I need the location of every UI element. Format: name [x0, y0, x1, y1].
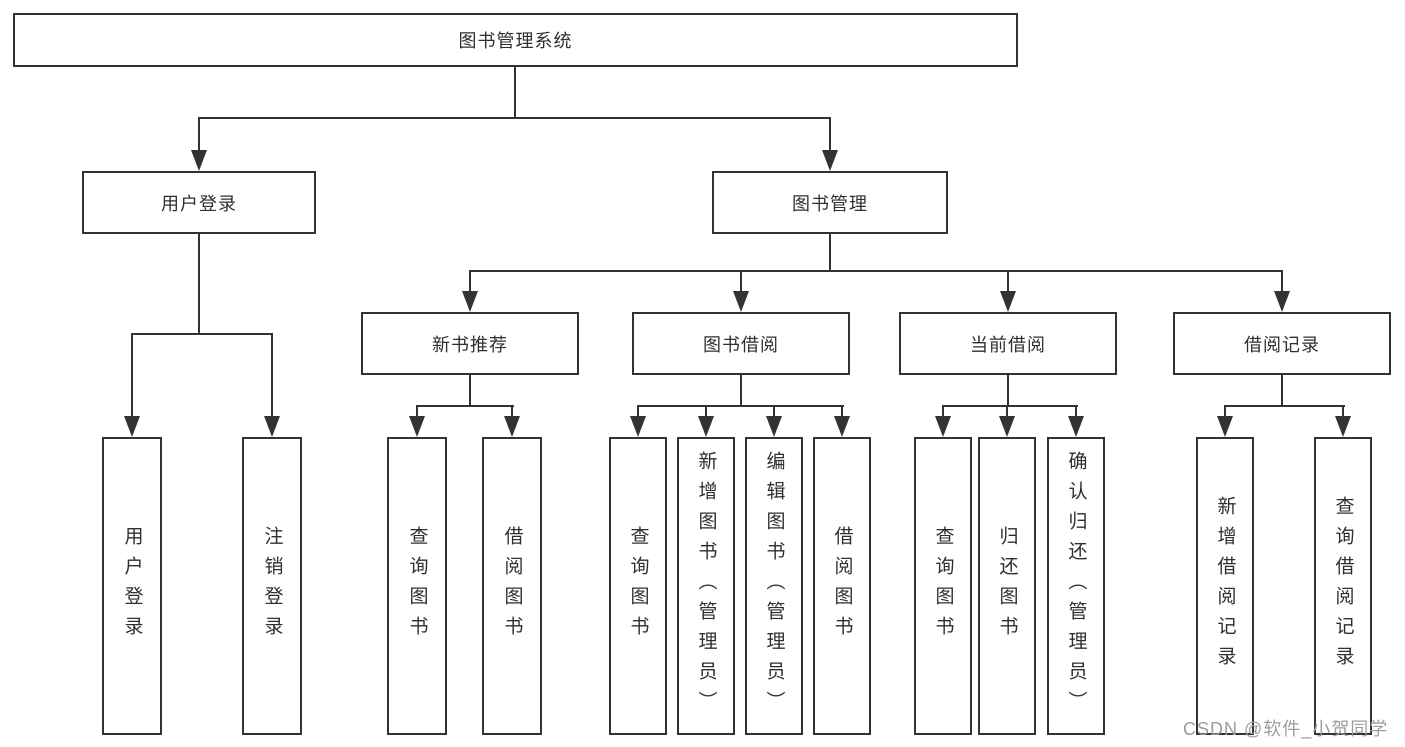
node-current-borrowing: 当前借阅: [899, 312, 1117, 375]
arrowhead-nb-borrow: [504, 416, 520, 437]
leaf-user-login: 用户登录: [102, 437, 162, 735]
node-book-borrowing-label: 图书借阅: [703, 334, 779, 355]
leaf-bb-borrow-books: 借阅图书: [813, 437, 871, 735]
connector-book-borrowing-stem: [740, 375, 742, 407]
connector-level2-rail: [198, 117, 831, 119]
connector-drop-borrowing-records: [1281, 270, 1283, 294]
leaf-user-login-label: 用户登录: [121, 526, 143, 646]
leaf-cb-confirm-return-admin-label: 确认归还（管理员）: [1065, 451, 1087, 721]
arrowhead-login-leaf: [124, 416, 140, 437]
node-book-borrowing: 图书借阅: [632, 312, 850, 375]
leaf-br-add-record: 新增借阅记录: [1196, 437, 1254, 735]
connector-drop-cb-return: [1006, 405, 1008, 419]
arrowhead-bb-borrow: [834, 416, 850, 437]
connector-drop-cb-query: [942, 405, 944, 419]
connector-drop-br-query: [1342, 405, 1344, 419]
connector-drop-login-leaf: [131, 333, 133, 419]
arrowhead-cb-query: [935, 416, 951, 437]
connector-drop-nb-borrow: [511, 405, 513, 419]
node-user-login: 用户登录: [82, 171, 316, 234]
leaf-bb-query-books-label: 查询图书: [627, 526, 649, 646]
arrowhead-book-borrowing: [733, 291, 749, 312]
connector-level3-rail: [469, 270, 1283, 272]
leaf-br-query-record: 查询借阅记录: [1314, 437, 1372, 735]
arrowhead-bb-query: [630, 416, 646, 437]
connector-drop-bb-edit: [773, 405, 775, 419]
node-new-books: 新书推荐: [361, 312, 579, 375]
arrowhead-nb-query: [409, 416, 425, 437]
arrowhead-cb-return: [999, 416, 1015, 437]
node-new-books-label: 新书推荐: [432, 334, 508, 355]
node-book-management: 图书管理: [712, 171, 948, 234]
connector-current-borrowing-rail: [942, 405, 1078, 407]
arrowhead-br-add: [1217, 416, 1233, 437]
leaf-cb-query-books-label: 查询图书: [932, 526, 954, 646]
connector-borrowing-records-stem: [1281, 375, 1283, 407]
leaf-cb-confirm-return-admin: 确认归还（管理员）: [1047, 437, 1105, 735]
leaf-bb-add-books-admin-label: 新增图书（管理员）: [695, 451, 717, 721]
leaf-bb-edit-books-admin: 编辑图书（管理员）: [745, 437, 803, 735]
connector-drop-book-borrowing: [740, 270, 742, 294]
connector-drop-bb-add: [705, 405, 707, 419]
leaf-bb-add-books-admin: 新增图书（管理员）: [677, 437, 735, 735]
leaf-cb-query-books: 查询图书: [914, 437, 972, 735]
leaf-bb-query-books: 查询图书: [609, 437, 667, 735]
node-user-login-label: 用户登录: [161, 193, 237, 214]
arrowhead-br-query: [1335, 416, 1351, 437]
leaf-logout-label: 注销登录: [261, 526, 283, 646]
arrowhead-bb-add: [698, 416, 714, 437]
arrowhead-borrowing-records: [1274, 291, 1290, 312]
connector-drop-bb-query: [637, 405, 639, 419]
leaf-logout: 注销登录: [242, 437, 302, 735]
connector-drop-current-borrowing: [1007, 270, 1009, 294]
connector-drop-nb-query: [416, 405, 418, 419]
node-root-label: 图书管理系统: [458, 31, 573, 51]
connector-book-borrowing-rail: [637, 405, 844, 407]
connector-user-login-rail: [131, 333, 273, 335]
arrowhead-user-login: [191, 150, 207, 171]
node-root-library-system: 图书管理系统: [13, 13, 1018, 67]
leaf-cb-return-books: 归还图书: [978, 437, 1036, 735]
leaf-bb-borrow-books-label: 借阅图书: [831, 526, 853, 646]
connector-drop-bb-borrow: [841, 405, 843, 419]
connector-user-login-stem: [198, 234, 200, 335]
connector-new-books-rail: [416, 405, 514, 407]
connector-drop-book-management: [829, 117, 831, 152]
leaf-br-add-record-label: 新增借阅记录: [1214, 496, 1236, 676]
leaf-nb-borrow-books: 借阅图书: [482, 437, 542, 735]
leaf-nb-query-books-label: 查询图书: [406, 526, 428, 646]
arrowhead-new-books: [462, 291, 478, 312]
leaf-bb-edit-books-admin-label: 编辑图书（管理员）: [763, 451, 785, 721]
arrowhead-current-borrowing: [1000, 291, 1016, 312]
arrowhead-cb-confirm: [1068, 416, 1084, 437]
node-borrowing-records-label: 借阅记录: [1244, 334, 1320, 355]
connector-borrowing-records-rail: [1224, 405, 1345, 407]
connector-drop-br-add: [1224, 405, 1226, 419]
connector-drop-new-books: [469, 270, 471, 294]
connector-drop-user-login: [198, 117, 200, 152]
connector-book-management-stem: [829, 234, 831, 272]
leaf-cb-return-books-label: 归还图书: [996, 526, 1018, 646]
leaf-nb-borrow-books-label: 借阅图书: [501, 526, 523, 646]
leaf-br-query-record-label: 查询借阅记录: [1332, 496, 1354, 676]
node-book-management-label: 图书管理: [792, 193, 868, 214]
node-current-borrowing-label: 当前借阅: [970, 334, 1046, 355]
connector-new-books-stem: [469, 375, 471, 407]
leaf-nb-query-books: 查询图书: [387, 437, 447, 735]
connector-drop-cb-confirm: [1075, 405, 1077, 419]
arrowhead-book-management: [822, 150, 838, 171]
node-borrowing-records: 借阅记录: [1173, 312, 1391, 375]
csdn-watermark: CSDN @软件_小贺同学: [1183, 719, 1389, 739]
arrowhead-logout-leaf: [264, 416, 280, 437]
connector-root-stem: [514, 66, 516, 118]
arrowhead-bb-edit: [766, 416, 782, 437]
connector-drop-logout-leaf: [271, 333, 273, 419]
connector-current-borrowing-stem: [1007, 375, 1009, 407]
